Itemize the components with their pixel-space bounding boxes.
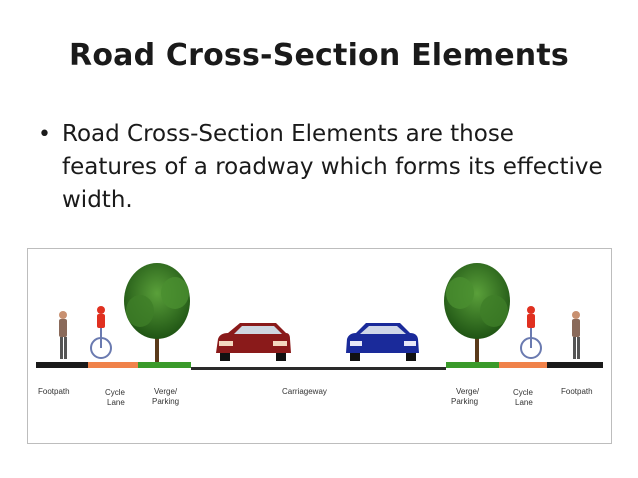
label-verge-left-2: Parking — [152, 397, 179, 406]
label-cycle-right-2: Lane — [515, 398, 533, 407]
bullet-point: • Road Cross-Section Elements are those … — [38, 118, 613, 217]
bullet-text: Road Cross-Section Elements are those fe… — [62, 121, 603, 213]
diagram-canvas: Footpath Cycle Lane Verge/ Parking Carri… — [36, 263, 603, 407]
verge-left-strip — [138, 362, 191, 368]
label-cycle-left-2: Lane — [107, 398, 125, 407]
pedestrian-left-icon — [59, 311, 67, 359]
verge-right-strip — [446, 362, 499, 368]
tree-left — [124, 263, 190, 363]
footpath-right-strip — [547, 362, 603, 368]
label-carriageway: Carriageway — [282, 387, 327, 396]
red-car-icon — [216, 323, 291, 361]
label-verge-left-1: Verge/ — [154, 387, 178, 396]
slide-title: Road Cross-Section Elements — [69, 38, 569, 73]
label-footpath-right: Footpath — [561, 387, 593, 396]
label-cycle-right-1: Cycle — [513, 388, 534, 397]
cyclist-right-icon — [520, 306, 542, 359]
tree-right — [444, 263, 510, 363]
footpath-left-strip — [36, 362, 88, 368]
pedestrian-right-icon — [572, 311, 580, 359]
label-footpath-left: Footpath — [38, 387, 70, 396]
blue-car-icon — [346, 323, 419, 361]
label-verge-right-2: Parking — [451, 397, 478, 406]
cycle-lane-right-strip — [499, 362, 547, 368]
cycle-lane-left-strip — [88, 362, 138, 368]
label-cycle-left-1: Cycle — [105, 388, 126, 397]
cyclist-left-icon — [90, 306, 112, 359]
label-verge-right-1: Verge/ — [456, 387, 480, 396]
bullet-symbol: • — [38, 122, 51, 147]
road-cross-section-diagram: Footpath Cycle Lane Verge/ Parking Carri… — [27, 248, 612, 444]
carriageway-strip — [191, 367, 446, 370]
